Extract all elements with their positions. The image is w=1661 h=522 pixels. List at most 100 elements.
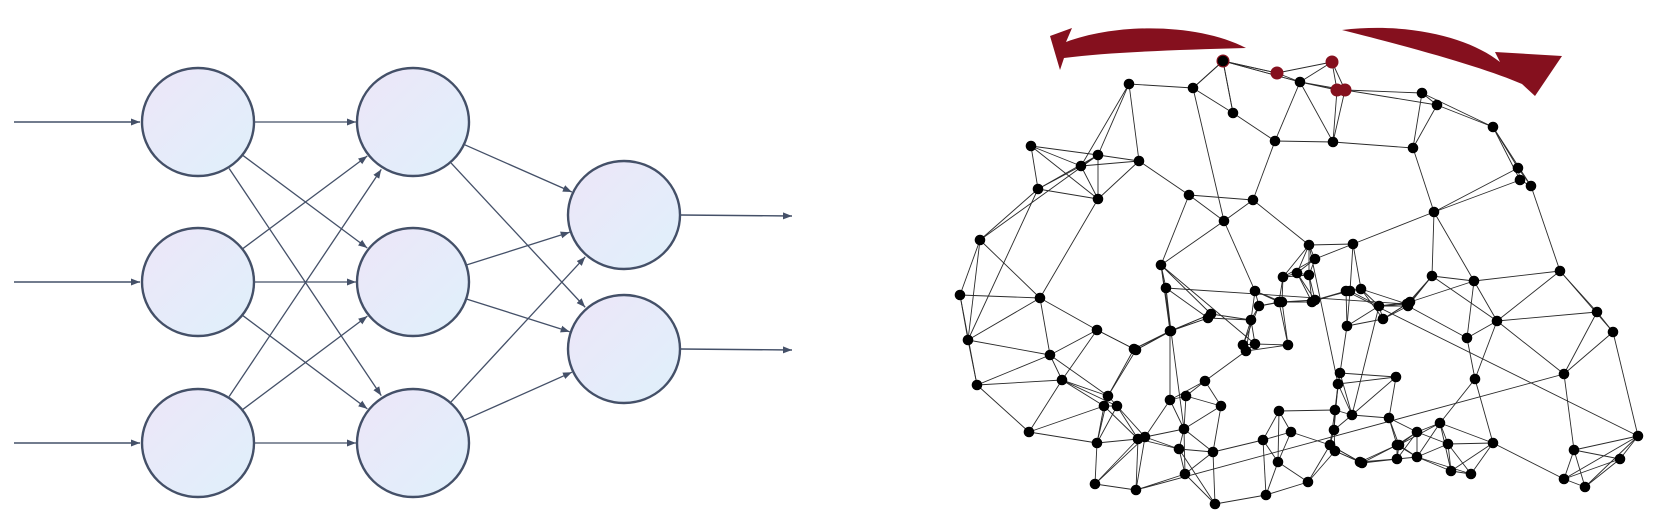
brain-node [971,379,983,391]
brain-edge [1094,483,1137,491]
brain-node [1434,417,1446,429]
brain-node [1302,476,1314,488]
brain-edge [1094,438,1139,485]
brain-edge [1103,405,1139,440]
brain-node [1237,339,1249,351]
brain-edge [1028,379,1063,433]
brain-edge [1339,372,1353,416]
highlighted-brain-node [1338,83,1352,97]
brain-node [1514,174,1526,186]
brain-edge [1346,290,1351,327]
rotation-arrows [1050,27,1562,97]
brain-node [1187,82,1199,94]
brain-node [1579,481,1591,493]
neuron-node [355,387,471,499]
brain-edge [1416,422,1441,458]
brain-edge [959,294,1041,299]
brain-node [1179,468,1191,480]
brain-node [1404,296,1416,308]
connection-arrow [463,143,573,193]
brain-edge [1080,83,1130,167]
brain-edge [1349,243,1354,292]
brain-edge [976,354,1051,386]
brain-edge [1039,297,1051,356]
brain-node [1160,282,1172,294]
brain-edge [1094,442,1098,485]
brain-edge [1165,287,1209,319]
brain-edge [1433,211,1475,282]
brain-node [1269,135,1281,147]
neuron-node [140,66,256,178]
brain-edge [1037,188,1099,200]
brain-edge [1277,410,1280,463]
brain-edge [1274,140,1334,143]
brain-node [1390,371,1402,383]
brain-edge [1559,270,1614,333]
brain-node [1303,269,1315,281]
brain-edge [959,239,981,296]
brain-edge [1308,243,1354,246]
brain-edge [1252,199,1310,246]
brain-edge [1396,431,1418,460]
brain-node [1130,484,1142,496]
brain-node [1558,368,1570,380]
brain-edge [1439,422,1494,444]
brain-edge [1169,380,1206,401]
brain-node [1032,183,1044,195]
brain-node [1327,136,1339,148]
brain-edge [1252,140,1276,201]
brain-edge [1116,405,1146,438]
brain-edge [1584,435,1639,488]
brain-node [1272,456,1284,468]
brain-node [1291,267,1303,279]
brain-edge [1096,438,1139,444]
brain-node [1354,456,1366,468]
brain-edge [1584,458,1621,488]
brain-edge [1473,270,1561,282]
brain-edge [1573,435,1639,451]
brain-edge [1039,297,1098,331]
brain-node [1130,344,1142,356]
brain-edge [1466,280,1475,339]
brain-edge [1439,378,1476,424]
brain-node [1341,320,1353,332]
brain-node [1102,390,1114,402]
brain-edge [1407,305,1468,339]
brain-edge [1183,428,1214,453]
brain-node [1525,180,1537,192]
brain-node [1249,285,1261,297]
brain-edge [1496,320,1565,375]
brain-edge [1144,436,1180,450]
brain-edge [1094,436,1146,485]
brain-edge [1192,87,1225,222]
brain-node [1407,142,1419,154]
neuron-node [566,159,682,271]
brain-edge [1144,399,1171,438]
brain-node [1075,160,1087,172]
brain-edge [1346,305,1380,327]
brain-edge [1431,275,1475,282]
brain-edge [967,239,981,341]
brain-edge [1563,331,1614,375]
brain-edge [1097,160,1140,200]
brain-edge [1262,410,1280,441]
brain-edge [1307,444,1331,483]
brain-edge [1473,280,1498,322]
brain-node [1178,423,1190,435]
brain-edge [1210,313,1252,321]
brain-edge [1192,87,1234,114]
brain-edge [1080,165,1099,200]
brain-edge [1160,264,1256,345]
brain-edge [1116,405,1139,440]
brain-edge [1276,61,1333,74]
brain-node [1558,473,1570,485]
brain-node [1332,378,1344,390]
brain-edge [1128,83,1140,162]
brain-node [1591,306,1603,318]
brain-node [1285,426,1297,438]
brain-node [1487,121,1499,133]
brain-node [1383,412,1395,424]
brain-edge [1573,449,1586,488]
connection-arrow [466,298,570,333]
brain-edge [1096,405,1105,444]
